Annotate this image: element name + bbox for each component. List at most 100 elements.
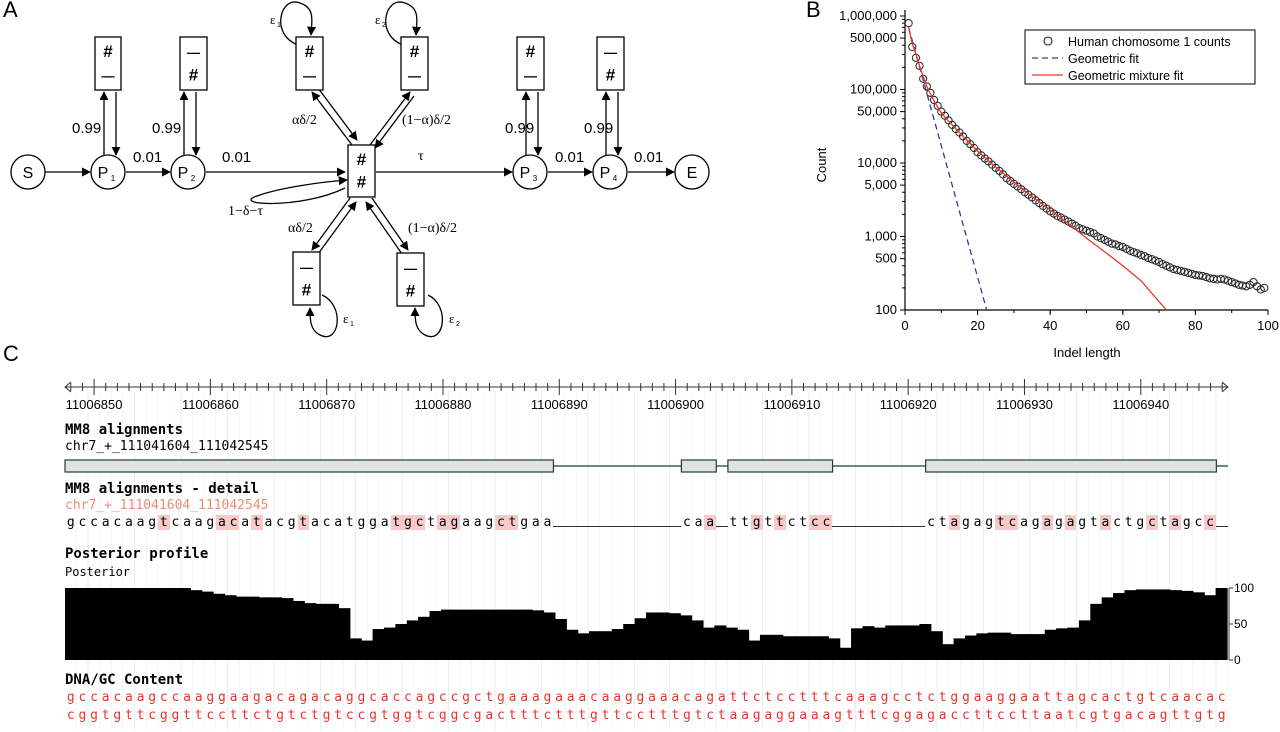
- prob-label-0-01: 0.01: [222, 149, 251, 166]
- alignment-block[interactable]: [925, 459, 1217, 473]
- delete-x-box-top-symbol: —: [300, 260, 313, 275]
- dna-base: g: [1159, 708, 1168, 723]
- p4-insert-box-bottom-symbol: #: [606, 65, 616, 84]
- posterior-bar: [144, 588, 157, 660]
- dna-base: t: [566, 708, 575, 723]
- posterior-bar: [247, 596, 260, 660]
- dna-base: t: [1124, 690, 1133, 705]
- ruler-left-arrow-icon[interactable]: [64, 381, 72, 393]
- prob-label-0-01: 0.01: [133, 149, 162, 166]
- x-axis-label: Indel length: [1053, 345, 1120, 360]
- posterior-bar: [964, 635, 977, 660]
- dna-base: t: [799, 690, 808, 705]
- detail-base: g: [402, 515, 414, 530]
- prob-label-0-01: 0.01: [555, 149, 584, 166]
- dna-base: a: [1171, 690, 1180, 705]
- dna-base: c: [1194, 690, 1203, 705]
- detail-base: g: [1055, 515, 1063, 530]
- dna-base: a: [973, 690, 982, 705]
- transition-arrow: [311, 197, 351, 251]
- dna-base: c: [345, 708, 354, 723]
- detail-base: [669, 515, 682, 527]
- detail-base: a: [1041, 515, 1054, 530]
- mm8-track-name[interactable]: chr7_+_111041604_111042545: [65, 439, 269, 454]
- dna-base: a: [1124, 708, 1133, 723]
- dna-base: c: [159, 690, 168, 705]
- dna-base: c: [962, 708, 970, 723]
- dna-base: g: [113, 708, 122, 723]
- detail-base: t: [158, 515, 170, 530]
- dna-base: c: [1136, 708, 1145, 723]
- dna-base: c: [927, 690, 935, 705]
- detail-base: a: [101, 515, 110, 530]
- p2-insert-box-top-symbol: —: [187, 45, 200, 60]
- detail-base: a: [264, 515, 273, 530]
- detail-base: [867, 515, 879, 527]
- eps1-label: ε: [343, 311, 349, 326]
- alignment-block[interactable]: [727, 459, 834, 473]
- dna-base: c: [624, 708, 633, 723]
- data-point: [1151, 256, 1160, 265]
- y-tick-label: 50,000: [857, 104, 897, 119]
- detail-base: c: [90, 515, 98, 530]
- posterior-bar: [680, 615, 693, 660]
- dna-base: a: [1055, 708, 1063, 723]
- p1-node-subscript: 1: [111, 174, 116, 183]
- detail-base: g: [962, 515, 970, 530]
- data-point: [1111, 240, 1120, 249]
- dna-base: c: [880, 708, 889, 723]
- ruler-right-arrow-icon[interactable]: [1221, 381, 1229, 393]
- detail-track-name[interactable]: chr7_+_111041604_111042545: [65, 498, 269, 513]
- dna-base: g: [369, 708, 377, 723]
- detail-base: g: [985, 515, 994, 530]
- posterior-bar: [1204, 595, 1217, 660]
- posterior-bar: [1124, 590, 1137, 660]
- dna-base: c: [462, 708, 470, 723]
- posterior-bar: [543, 612, 556, 660]
- detail-base: a: [1099, 515, 1112, 530]
- dna-base: c: [776, 690, 784, 705]
- dna-base: t: [1101, 708, 1110, 723]
- posterior-bar: [258, 597, 271, 660]
- data-point: [926, 88, 935, 97]
- detail-base: [564, 515, 577, 527]
- dna-base: t: [229, 708, 238, 723]
- dna-base: a: [1182, 690, 1191, 705]
- posterior-bar: [1044, 629, 1057, 660]
- detail-base: g: [206, 515, 215, 530]
- posterior-bar: [133, 588, 146, 660]
- ruler-position-label: 11006930: [996, 397, 1053, 412]
- eps2-subscript: 2: [456, 321, 460, 328]
- alignment-block[interactable]: [64, 459, 555, 473]
- dna-base: g: [148, 690, 157, 705]
- dna-base: t: [648, 708, 656, 723]
- detail-base: g: [448, 515, 461, 530]
- dna-base: t: [1055, 690, 1063, 705]
- dna-base: a: [311, 690, 319, 705]
- dna-base: a: [415, 690, 424, 705]
- mm8-alignment-blocks[interactable]: [0, 456, 1280, 476]
- posterior-bar: [646, 612, 658, 660]
- posterior-bar: [885, 625, 898, 660]
- detail-base: t: [938, 515, 947, 530]
- panel-label-a: A: [3, 0, 18, 22]
- detail-base: [553, 515, 565, 527]
- dna-base: t: [810, 690, 819, 705]
- prob-label-0-99: 0.99: [584, 120, 613, 137]
- eps2-subscript: 2: [382, 22, 386, 29]
- posterior-bar: [1170, 590, 1183, 660]
- posterior-bar: [121, 588, 134, 660]
- delete-self-loop-arrow: [410, 294, 443, 338]
- dna-base: t: [241, 708, 250, 723]
- detail-base: a: [462, 515, 470, 530]
- insert-x-box-top-symbol: #: [305, 42, 315, 61]
- posterior-bar: [1192, 592, 1205, 660]
- detail-base: [1215, 515, 1228, 527]
- dna-base: g: [962, 690, 970, 705]
- p4-node-label: P: [600, 165, 611, 182]
- base-grid: [65, 390, 1228, 730]
- alignment-block[interactable]: [680, 459, 717, 473]
